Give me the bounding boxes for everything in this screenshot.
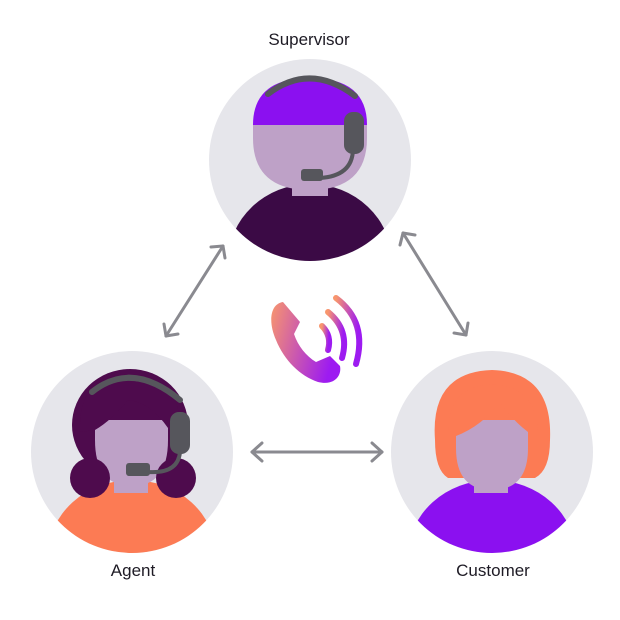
supervisor-agent-arrow-icon <box>162 244 227 338</box>
agent-label: Agent <box>111 561 156 580</box>
customer-shirt <box>408 480 576 553</box>
supervisor-node: Supervisor <box>209 30 411 261</box>
phone-signal-wave-small <box>319 323 333 353</box>
customer-avatar <box>408 370 576 553</box>
agent-hair <box>80 374 180 432</box>
customer-label: Customer <box>456 561 530 580</box>
supervisor-headset-icon <box>265 75 364 181</box>
customer-node: Customer <box>391 351 593 580</box>
customer-face <box>456 420 528 490</box>
phone-signal-wave-medium <box>325 309 348 361</box>
supervisor-hair <box>253 78 367 125</box>
connection-arrows <box>162 231 470 463</box>
phone-ringing-icon <box>271 295 363 383</box>
customer-hair <box>448 384 538 436</box>
supervisor-shirt <box>228 184 392 261</box>
supervisor-label: Supervisor <box>268 30 350 49</box>
agent-customer-arrow-icon <box>250 441 384 463</box>
agent-avatar <box>48 369 216 553</box>
agent-headset-icon <box>89 374 190 476</box>
agent-shirt <box>48 480 216 553</box>
phone-handset <box>271 302 341 383</box>
phone-signal-wave-large <box>333 295 363 367</box>
supervisor-customer-arrow-icon <box>398 231 470 337</box>
agent-node: Agent <box>31 351 233 580</box>
